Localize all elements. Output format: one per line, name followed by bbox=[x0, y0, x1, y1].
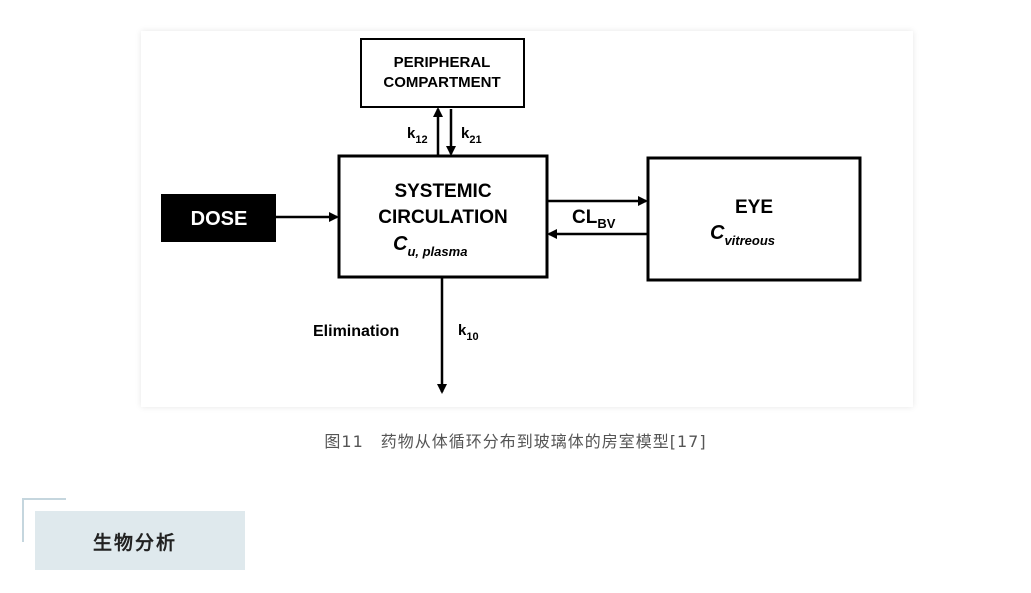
peripheral-label-line2: COMPARTMENT bbox=[383, 74, 500, 91]
eye-box: EYE Cvitreous bbox=[646, 156, 862, 282]
compartment-model-diagram: PERIPHERAL COMPARTMENT SYSTEMIC CIRCULAT… bbox=[161, 38, 862, 394]
systemic-circulation-box: SYSTEMIC CIRCULATION Cu, plasma bbox=[337, 154, 549, 279]
elimination-label: Elimination bbox=[313, 323, 399, 340]
peripheral-compartment-box: PERIPHERAL COMPARTMENT bbox=[360, 38, 525, 108]
systemic-label-line1: SYSTEMIC bbox=[394, 181, 491, 202]
systemic-conc-symbol: C bbox=[393, 233, 408, 255]
dose-label: DOSE bbox=[191, 208, 248, 230]
section-title: 生物分析 bbox=[93, 532, 178, 554]
k10-label: k10 bbox=[458, 322, 479, 343]
eye-label: EYE bbox=[735, 197, 773, 218]
dose-box: DOSE bbox=[161, 194, 276, 242]
figure-caption: 图11 药物从体循环分布到玻璃体的房室模型[17] bbox=[324, 432, 707, 451]
figure-card: PERIPHERAL COMPARTMENT SYSTEMIC CIRCULAT… bbox=[141, 31, 913, 407]
clbv-label: CLBV bbox=[572, 207, 616, 231]
systemic-conc-subscript: u, plasma bbox=[407, 244, 467, 259]
section-header: 生物分析 bbox=[35, 511, 245, 570]
peripheral-label-line1: PERIPHERAL bbox=[394, 54, 491, 71]
eye-conc-symbol: C bbox=[710, 222, 725, 244]
svg-text:Cu, plasma: Cu, plasma bbox=[393, 233, 467, 259]
k12-label: k12 bbox=[407, 125, 428, 146]
svg-text:Cvitreous: Cvitreous bbox=[710, 222, 775, 248]
section-header-decoration bbox=[22, 498, 66, 542]
k21-label: k21 bbox=[461, 125, 482, 146]
systemic-label-line2: CIRCULATION bbox=[378, 207, 507, 228]
eye-conc-subscript: vitreous bbox=[724, 233, 775, 248]
